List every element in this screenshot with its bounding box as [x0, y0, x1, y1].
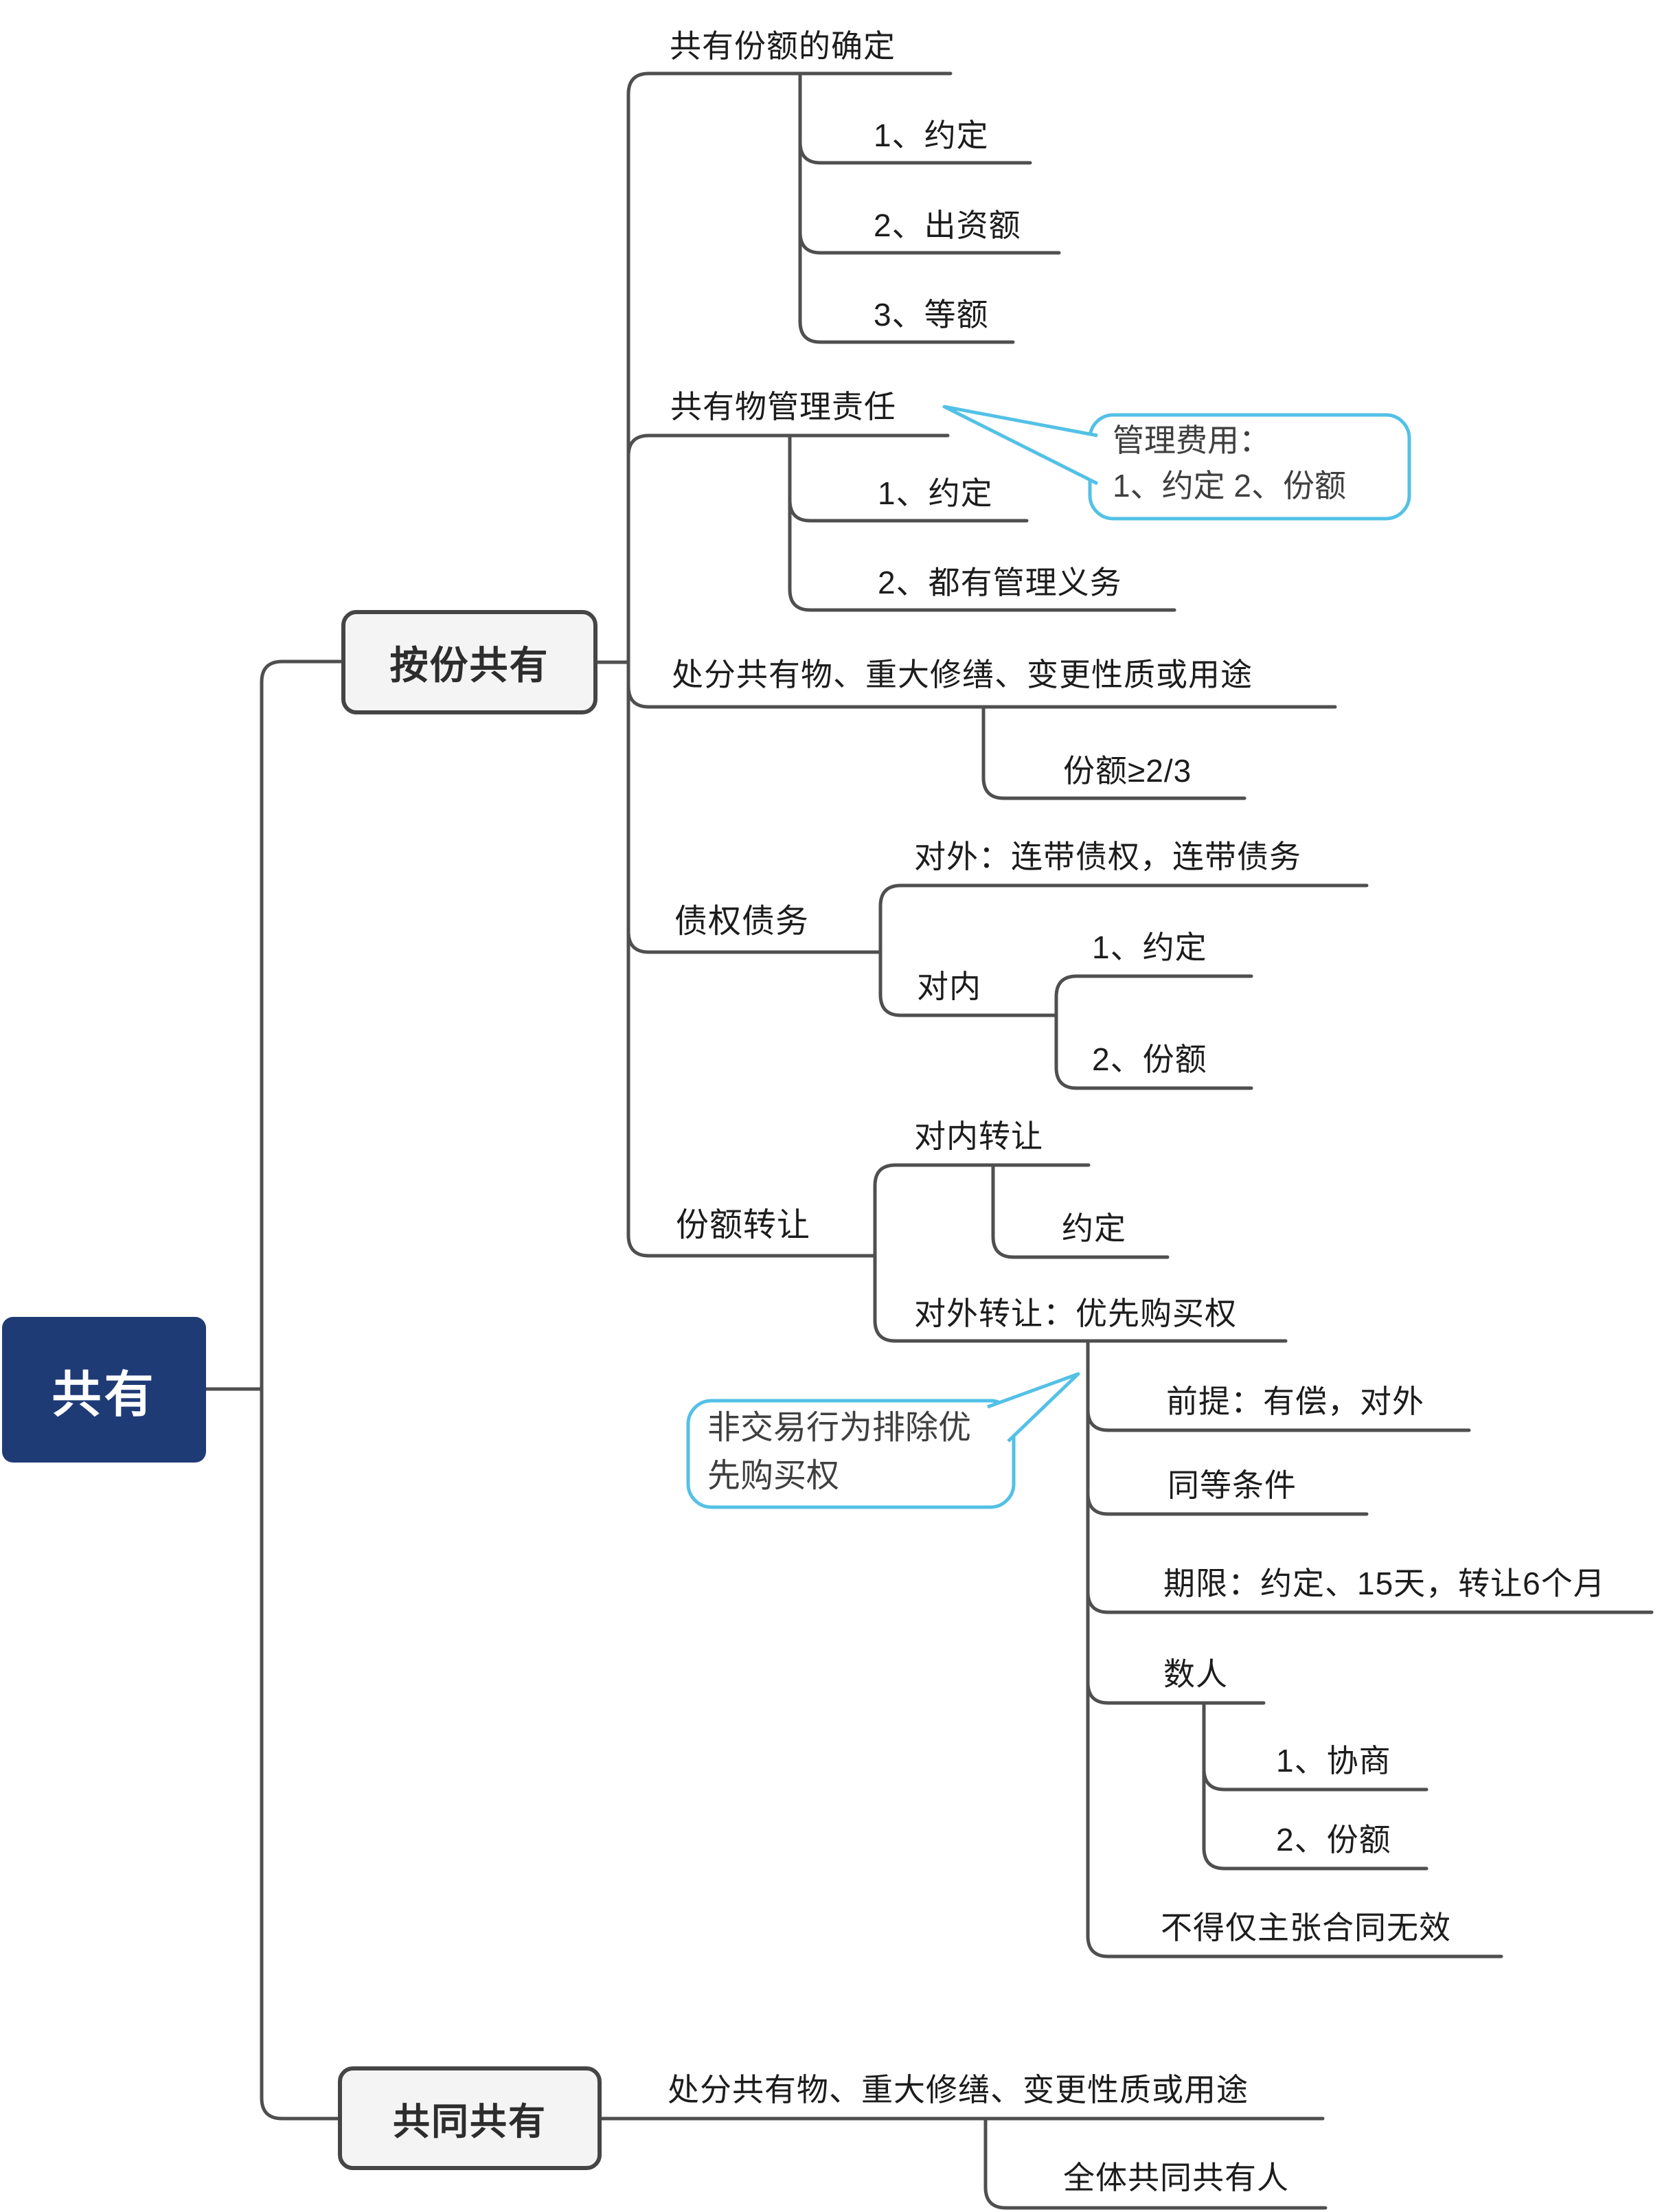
node-debt-int-share[interactable]: 2、份额 [1092, 1041, 1207, 1077]
callout-non-trade-line2[interactable]: 先购买权 [707, 1458, 840, 1494]
node-several-persons[interactable]: 数人 [1163, 1656, 1228, 1692]
node-dispose-major[interactable]: 处分共有物、重大修缮、变更性质或用途 [672, 657, 1253, 692]
callout-management-fee-line1[interactable]: 管理费用： [1113, 422, 1271, 458]
node-share-transfer[interactable]: 份额转让 [676, 1207, 811, 1243]
node-management-duty[interactable]: 共有物管理责任 [670, 389, 896, 425]
root-topic[interactable]: 共有 [2, 1317, 206, 1463]
node-deadline[interactable]: 期限：约定、15天，转让6个月 [1163, 1566, 1606, 1601]
node-joint-dispose[interactable]: 处分共有物、重大修缮、变更性质或用途 [668, 2072, 1249, 2108]
node-premise[interactable]: 前提：有偿，对外 [1166, 1384, 1424, 1419]
node-no-invalid-claim[interactable]: 不得仅主张合同无效 [1161, 1910, 1451, 1945]
node-quota-agreement[interactable]: 1、约定 [874, 117, 989, 153]
node-quota-equal[interactable]: 3、等额 [874, 297, 989, 332]
node-same-conditions[interactable]: 同等条件 [1168, 1467, 1297, 1503]
node-all-joint-owners[interactable]: 全体共同共有人 [1063, 2160, 1289, 2196]
node-several-negotiate[interactable]: 1、协商 [1276, 1743, 1391, 1779]
node-mgmt-all-duty[interactable]: 2、都有管理义务 [878, 565, 1122, 600]
node-transfer-external[interactable]: 对外转让：优先购买权 [914, 1296, 1237, 1331]
node-quota-determination[interactable]: 共有份额的确定 [670, 28, 896, 64]
callout-non-trade-line1[interactable]: 非交易行为排除优 [707, 1410, 972, 1446]
node-debt-internal[interactable]: 对内 [917, 969, 981, 1004]
branch-anfen-gongyou[interactable]: 按份共有 [341, 610, 597, 714]
branch-gongtong-gongyou[interactable]: 共同共有 [338, 2066, 602, 2170]
callout-non-trade-shape [686, 1372, 1080, 1509]
node-transfer-internal[interactable]: 对内转让 [914, 1118, 1043, 1154]
node-debt[interactable]: 债权债务 [674, 903, 810, 940]
callout-management-fee-shape [942, 405, 1411, 521]
node-mgmt-agreement[interactable]: 1、约定 [878, 475, 993, 511]
node-quota-contribution[interactable]: 2、出资额 [874, 207, 1021, 243]
node-several-share[interactable]: 2、份额 [1276, 1822, 1391, 1858]
node-share-two-thirds[interactable]: 份额≥2/3 [1063, 753, 1192, 789]
node-debt-int-agreement[interactable]: 1、约定 [1092, 929, 1207, 965]
node-transfer-int-agreement[interactable]: 约定 [1062, 1210, 1126, 1246]
node-debt-external[interactable]: 对外：连带债权，连带债务 [914, 839, 1301, 874]
callout-management-fee-line2[interactable]: 1、约定 2、份额 [1113, 468, 1346, 504]
